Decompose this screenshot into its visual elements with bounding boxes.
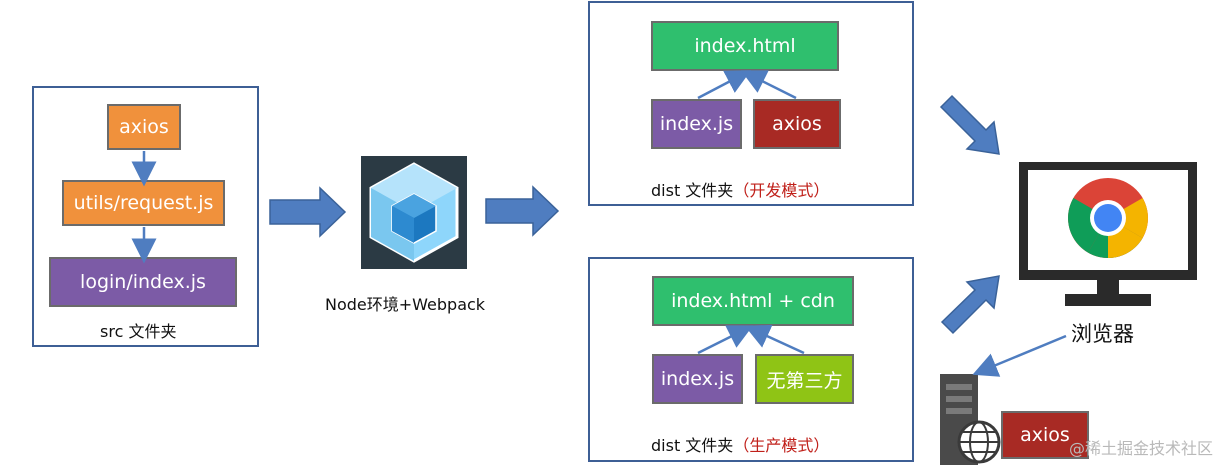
prod-dist-caption: dist 文件夹（生产模式） <box>651 432 829 456</box>
arrow-browser-to-server <box>972 334 1067 377</box>
prod-index-js-box: index.js <box>652 354 743 404</box>
dev-dist-caption: dist 文件夹（开发模式） <box>651 177 829 201</box>
server-axios-box: axios <box>1001 411 1089 459</box>
browser-label: 浏览器 <box>1071 322 1134 346</box>
src-folder-caption: src 文件夹 <box>100 322 177 341</box>
webpack-caption: Node环境+Webpack <box>325 295 486 314</box>
src-axios-box: axios <box>107 104 181 150</box>
prod-caption-prefix: dist 文件夹 <box>651 436 734 455</box>
webpack-cube-icon <box>369 162 459 263</box>
prod-caption-mode: （生产模式） <box>733 436 830 455</box>
prod-no-third-party-box: 无第三方 <box>755 354 854 404</box>
arrow-dev-to-browser <box>939 94 1000 155</box>
arrow-webpack-to-dist <box>485 185 560 237</box>
chrome-icon <box>1066 176 1150 260</box>
dev-caption-mode: （开发模式） <box>733 181 830 200</box>
arrow-prod-js-to-html <box>697 325 754 355</box>
arrow-dev-axios-to-html <box>740 70 797 100</box>
webpack-logo <box>361 156 467 269</box>
server-globe-icon <box>937 372 1003 465</box>
prod-dist-frame <box>588 257 914 462</box>
arrow-prod-third-to-html <box>744 324 805 355</box>
arrow-src-to-webpack <box>269 186 347 238</box>
arrow-dev-js-to-html <box>697 70 752 100</box>
dev-caption-prefix: dist 文件夹 <box>651 181 734 200</box>
arrow-prod-to-browser <box>940 275 1000 335</box>
dev-axios-box: axios <box>753 99 841 149</box>
dev-index-js-box: index.js <box>651 99 742 149</box>
watermark: @稀土掘金技术社区 <box>1068 439 1213 458</box>
src-login-box: login/index.js <box>49 257 237 307</box>
dev-index-html-box: index.html <box>651 21 839 71</box>
